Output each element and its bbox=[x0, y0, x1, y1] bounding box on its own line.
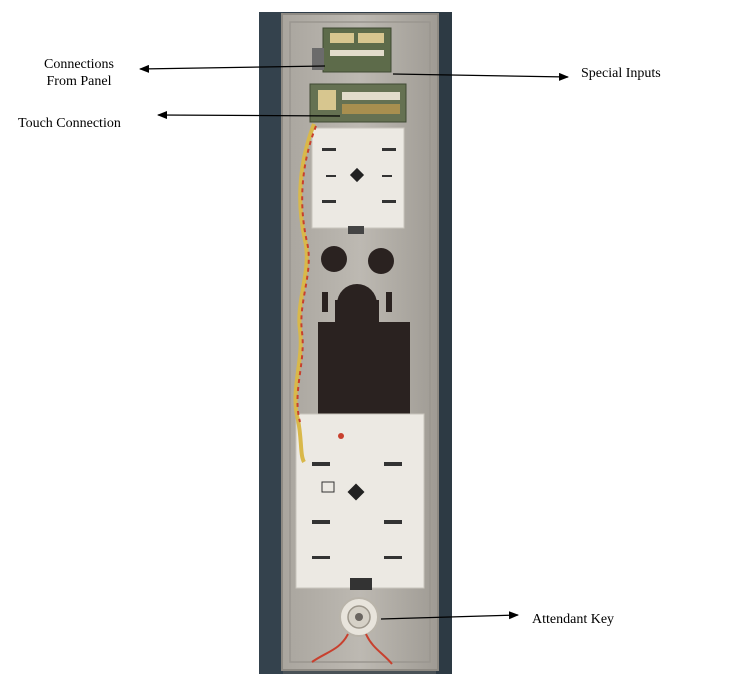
top-connector-board bbox=[312, 27, 392, 73]
left-round-cutout bbox=[321, 246, 347, 272]
lower-white-pcb bbox=[295, 413, 425, 590]
second-connector-board bbox=[309, 83, 407, 123]
arrow-connections-from-panel bbox=[139, 64, 326, 73]
attendant-key-lock bbox=[311, 597, 393, 665]
photo-floor-left bbox=[259, 12, 283, 674]
upper-white-pcb bbox=[311, 127, 405, 234]
arrow-special-inputs bbox=[392, 72, 569, 81]
label-connections-line1: Connections bbox=[44, 57, 114, 72]
wire-harness-yellow bbox=[293, 123, 316, 463]
right-slot bbox=[386, 292, 392, 312]
label-touch-connection: Touch Connection bbox=[18, 116, 121, 131]
label-connections-line2: From Panel bbox=[46, 74, 112, 89]
photo-floor-right bbox=[436, 12, 452, 674]
arrow-attendant-key bbox=[380, 611, 519, 620]
label-special-inputs: Special Inputs bbox=[581, 66, 661, 81]
left-slot bbox=[322, 292, 328, 312]
label-connections-from-panel: Connections From Panel bbox=[27, 56, 131, 90]
label-attendant-key: Attendant Key bbox=[532, 612, 615, 627]
right-round-cutout bbox=[368, 248, 394, 274]
display-cutout bbox=[318, 284, 410, 414]
arrow-touch-connection bbox=[157, 111, 341, 120]
panel-inner-rim bbox=[289, 21, 431, 663]
